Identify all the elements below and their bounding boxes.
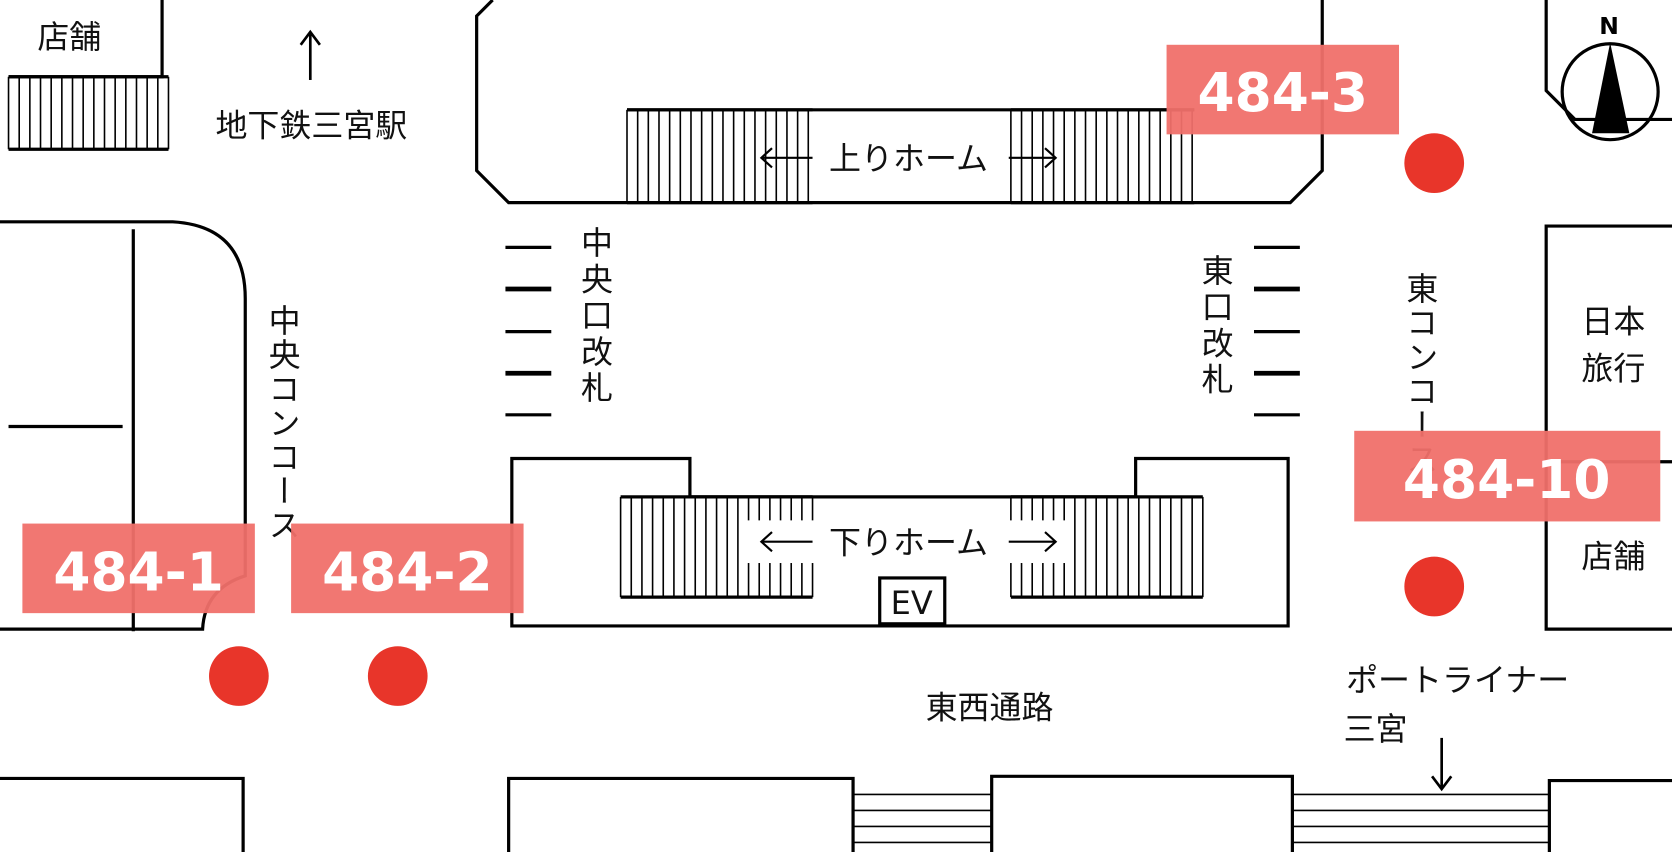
stop-marker[interactable] bbox=[209, 646, 269, 706]
stop-484-2[interactable]: 484-2 bbox=[291, 523, 524, 706]
stairs-bottom bbox=[853, 793, 1550, 844]
stop-marker[interactable] bbox=[1404, 556, 1465, 617]
building-right bbox=[1544, 224, 1672, 631]
central-gate-label: 中央口改札 bbox=[576, 226, 614, 407]
stairs-up-platform bbox=[626, 108, 1195, 205]
arrow-right-icon bbox=[1008, 147, 1058, 169]
shop-label-top-left: 店舗 bbox=[37, 18, 101, 56]
arrow-up-icon bbox=[299, 29, 321, 80]
nippon-travel-label: 日本 bbox=[1581, 303, 1645, 341]
down-platform-sign: 下りホーム bbox=[746, 520, 1067, 564]
building-bottom-center bbox=[507, 776, 855, 852]
stop-marker[interactable] bbox=[1404, 133, 1465, 194]
portliner-label-2: 三宮 bbox=[1344, 710, 1408, 748]
subway-label: 地下鉄三宮駅 bbox=[215, 106, 407, 144]
stop-label: 484-1 bbox=[53, 542, 223, 604]
up-platform-outline bbox=[475, 0, 1324, 205]
down-platform-outline bbox=[510, 456, 1290, 628]
north-arrow-icon: N bbox=[1560, 12, 1660, 142]
stop-label: 484-3 bbox=[1198, 62, 1368, 124]
stairs-down-platform bbox=[619, 495, 1204, 599]
stairs-top-left bbox=[7, 75, 170, 151]
elevator-box bbox=[878, 576, 947, 626]
stop-484-3[interactable]: 484-3 bbox=[1166, 44, 1465, 194]
north-label: N bbox=[1599, 12, 1619, 40]
bus-stops: 484-3 484-10 484-1 484-2 bbox=[22, 44, 1661, 706]
stop-484-10[interactable]: 484-10 bbox=[1354, 430, 1661, 617]
east-west-passage-label: 東西通路 bbox=[926, 689, 1054, 727]
up-platform-sign: 上りホーム bbox=[759, 140, 1058, 178]
arrow-down-icon bbox=[1431, 737, 1453, 792]
stop-label: 484-2 bbox=[322, 542, 492, 604]
arrow-right-icon bbox=[1008, 531, 1058, 553]
shop-label-right: 店舗 bbox=[1581, 537, 1645, 575]
down-platform-label: 下りホーム bbox=[829, 523, 988, 561]
ticket-gates bbox=[505, 245, 1300, 417]
stop-label: 484-10 bbox=[1403, 449, 1611, 511]
east-gate-label: 東口改札 bbox=[1197, 254, 1235, 399]
up-platform-label: 上りホーム bbox=[829, 140, 988, 178]
building-bottom-left bbox=[0, 776, 245, 852]
central-concourse-label: 中央コンコース bbox=[264, 304, 302, 543]
building-bottom-center-right bbox=[990, 774, 1294, 852]
portliner-label: ポートライナー bbox=[1346, 661, 1569, 699]
stop-484-1[interactable]: 484-1 bbox=[22, 523, 269, 706]
building-bottom-right bbox=[1547, 778, 1672, 852]
arrow-left-icon bbox=[759, 147, 813, 169]
nippon-travel-label-2: 旅行 bbox=[1581, 350, 1645, 388]
elevator-label: EV bbox=[891, 584, 933, 622]
arrow-left-icon bbox=[759, 531, 813, 553]
stop-marker[interactable] bbox=[367, 646, 428, 706]
